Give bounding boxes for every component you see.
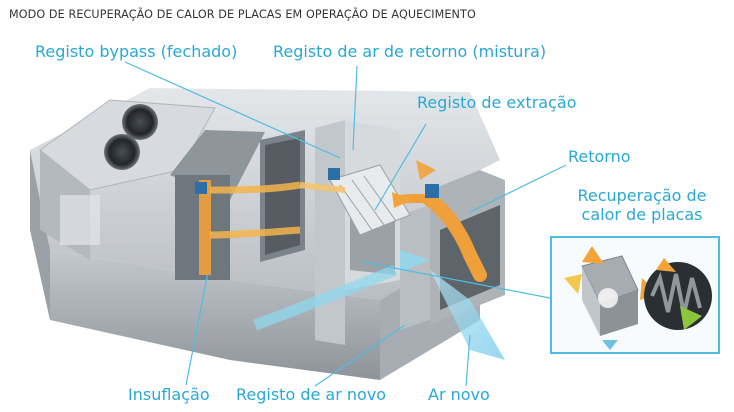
leader-line-heat-recovery [362, 261, 551, 299]
leader-line-bypass [124, 61, 341, 159]
label-heat-recovery-line2: calor de placas [581, 205, 703, 224]
leader-line-return-damper [352, 65, 358, 151]
leader-line-return [469, 164, 567, 213]
label-fresh-air: Ar novo [428, 385, 490, 404]
leader-line-supply [185, 271, 209, 386]
fresh-air-flow [253, 250, 505, 360]
label-return-air-damper: Registo de ar de retorno (mistura) [273, 42, 547, 61]
fan-icon [104, 134, 140, 170]
leader-line-fresh-air [465, 334, 471, 387]
label-extraction-damper: Registo de extração [417, 93, 577, 112]
leader-line-extraction [374, 123, 427, 211]
warm-air-flow [199, 160, 487, 282]
label-heat-recovery: Recuperação de calor de placas [550, 186, 734, 224]
heat-recovery-inset [550, 236, 720, 354]
label-return: Retorno [568, 147, 631, 166]
label-heat-recovery-line1: Recuperação de [577, 186, 707, 205]
fan-motors [195, 168, 439, 198]
diagram-title: MODO DE RECUPERAÇÃO DE CALOR DE PLACAS E… [9, 8, 476, 21]
label-supply: Insuflação [128, 385, 210, 404]
condenser-section [39, 99, 216, 260]
leader-lines [124, 61, 567, 387]
leader-line-fresh-damper [314, 324, 406, 387]
label-bypass-damper: Registo bypass (fechado) [35, 42, 238, 61]
plate-exchanger-detail-icon [564, 246, 712, 350]
fan-icon [122, 104, 158, 140]
plate-heat-exchanger [329, 164, 411, 236]
label-fresh-air-damper: Registo de ar novo [236, 385, 387, 404]
